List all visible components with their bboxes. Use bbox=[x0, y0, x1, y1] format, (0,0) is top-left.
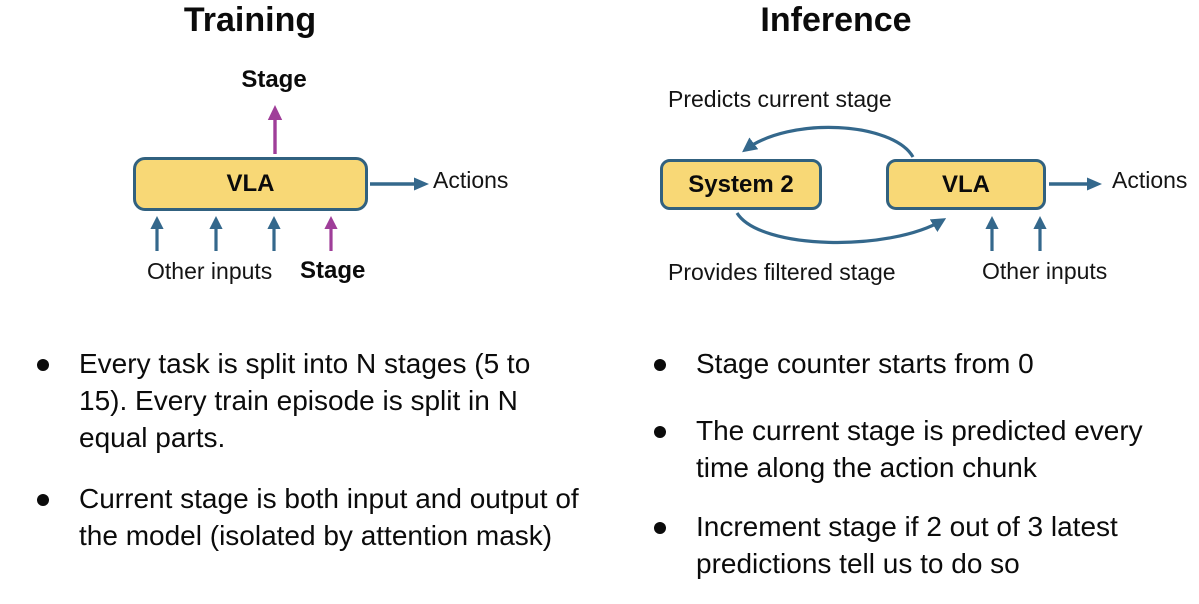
stage-input-arrow-up-icon bbox=[324, 216, 338, 251]
training-other-inputs-label: Other inputs bbox=[147, 258, 273, 284]
stage-output-arrow-up-icon bbox=[267, 105, 283, 154]
input-arrow-up-icon bbox=[985, 216, 999, 251]
inference-bottom-arrow-label: Provides filtered stage bbox=[668, 259, 896, 285]
inference-other-inputs-label: Other inputs bbox=[982, 258, 1108, 284]
training-vla-box-label: VLA bbox=[226, 170, 275, 197]
inference-actions-arrow-icon bbox=[1049, 177, 1102, 191]
training-actions-arrow-icon bbox=[370, 177, 429, 191]
training-title: Training bbox=[183, 1, 317, 39]
input-arrow-up-icon bbox=[150, 216, 164, 251]
provides-arc-arrow bbox=[735, 212, 947, 244]
inference-bullet-1: Stage counter starts from 0 bbox=[696, 348, 1034, 379]
bullet-dot bbox=[654, 522, 666, 534]
training-actions-label: Actions bbox=[433, 167, 509, 193]
system2-box-label: System 2 bbox=[688, 170, 794, 198]
bullet-dot bbox=[654, 426, 666, 438]
inference-title: Inference bbox=[760, 1, 912, 39]
training-bullet-1: Every task is split into N stages (5 to … bbox=[79, 348, 531, 453]
input-arrow-up-icon bbox=[267, 216, 281, 251]
input-arrow-up-icon bbox=[209, 216, 223, 251]
training-vla-box: VLA bbox=[133, 157, 368, 211]
inference-vla-box: VLA bbox=[886, 159, 1046, 210]
system2-box: System 2 bbox=[660, 159, 822, 210]
training-stage-input-label: Stage bbox=[300, 257, 366, 284]
inference-top-arrow-label: Predicts current stage bbox=[668, 86, 892, 112]
bullet-dot bbox=[37, 494, 49, 506]
bullet-dot bbox=[37, 359, 49, 371]
input-arrow-up-icon bbox=[1033, 216, 1047, 251]
training-bullet-2: Current stage is both input and output o… bbox=[79, 483, 579, 551]
training-stage-output-label: Stage bbox=[241, 66, 307, 93]
cycle-arrows-icon bbox=[735, 125, 947, 244]
inference-bullet-3: Increment stage if 2 out of 3 latest pre… bbox=[696, 511, 1118, 579]
inference-actions-label: Actions bbox=[1112, 167, 1188, 193]
inference-vla-box-label: VLA bbox=[942, 170, 990, 198]
inference-bullet-2: The current stage is predicted every tim… bbox=[696, 415, 1143, 483]
predicts-arc-arrow bbox=[742, 125, 915, 158]
bullet-dot bbox=[654, 359, 666, 371]
